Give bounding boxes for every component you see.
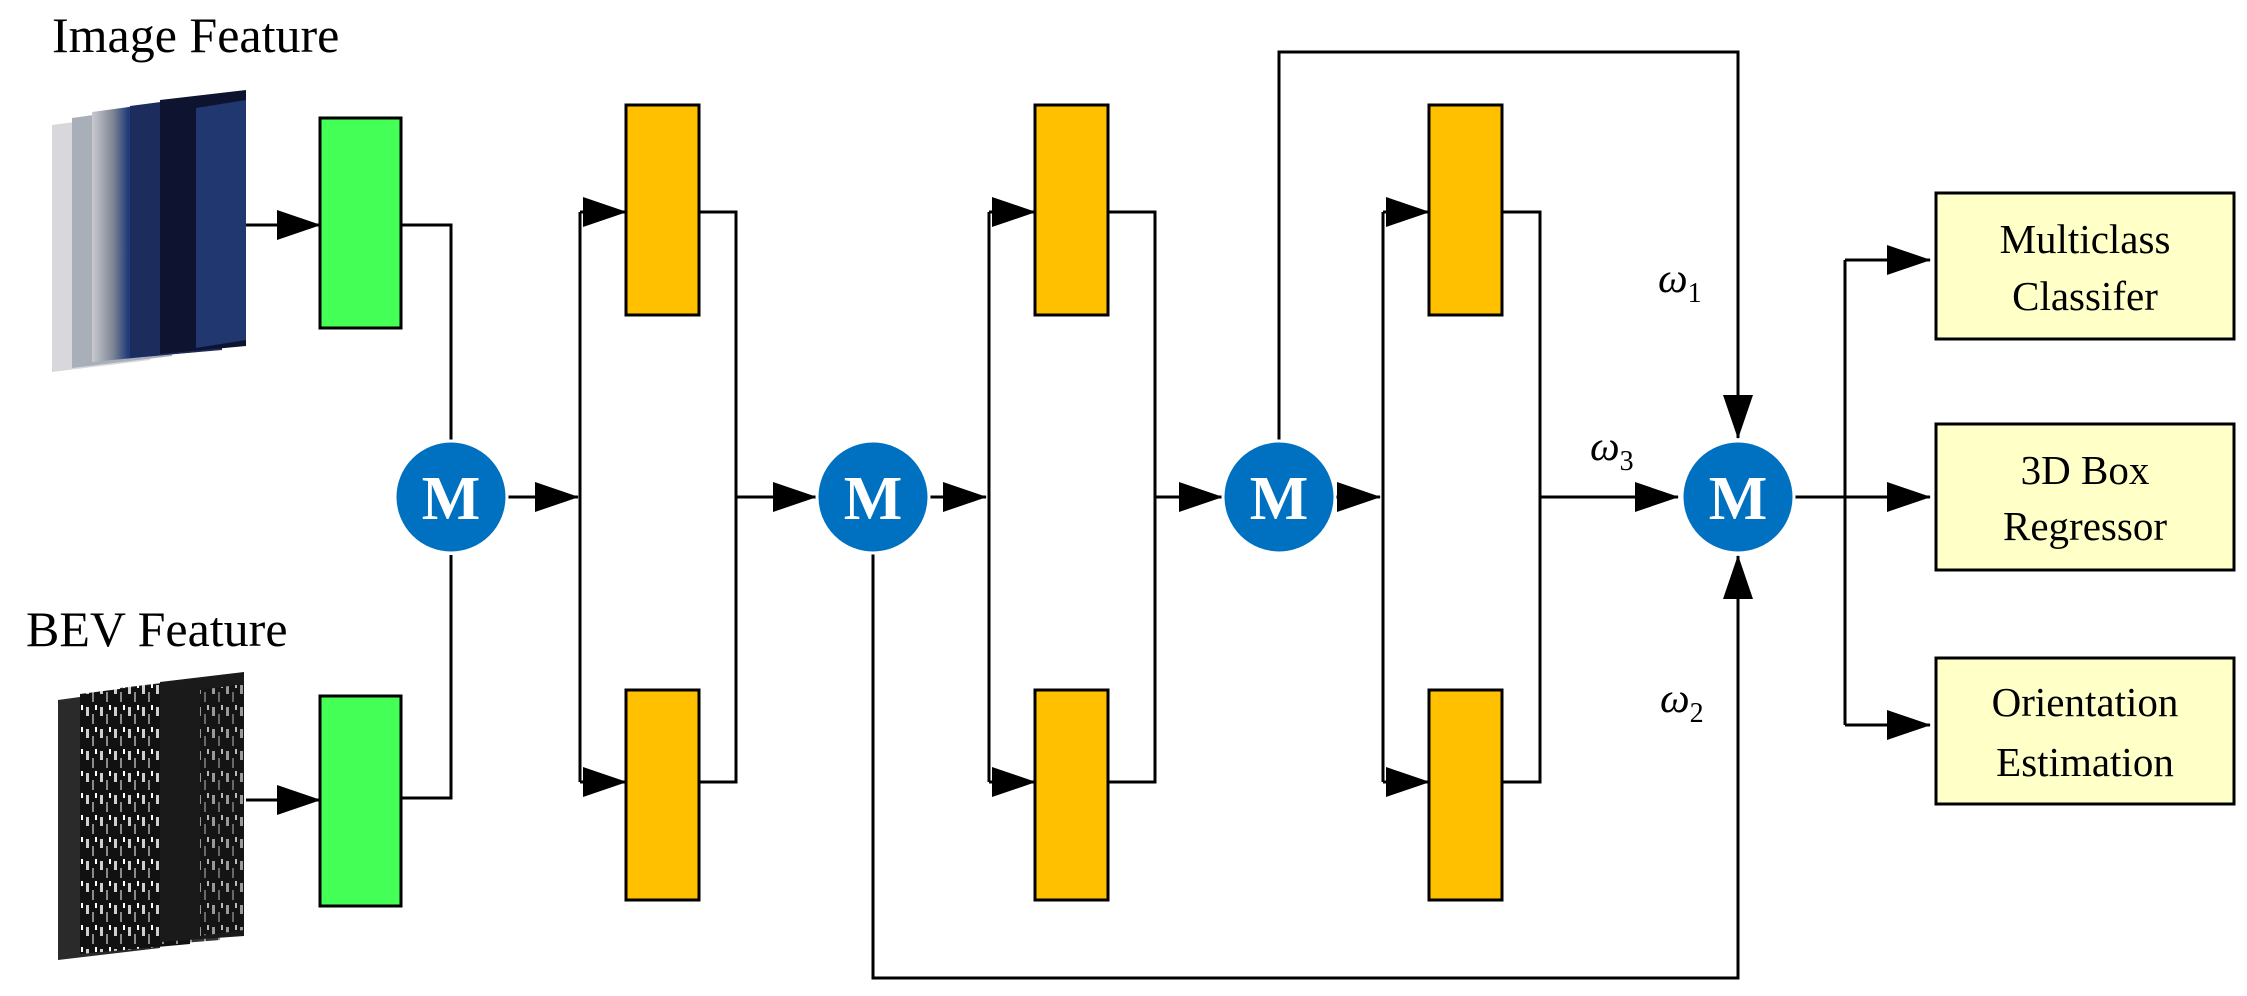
output-1-line-2: Classifer [2012,273,2158,319]
merge-node-2-label: M [844,465,903,533]
merge-node-final: M [1680,439,1796,555]
image-input-block [318,116,403,330]
bev-feature-stack [58,672,244,960]
layer-block-1-bottom [624,688,701,902]
connection-lines [246,50,1931,980]
output-3-line-2: Estimation [1996,739,2174,785]
layer-block-3-top [1427,103,1504,317]
merge-node-2: M [815,439,931,555]
merge-node-final-label: M [1709,465,1768,533]
layer-block-2-bottom [1033,688,1110,902]
output-orientation-estimation: Orientation Estimation [1934,656,2236,806]
layer-block-3-bottom [1427,688,1504,902]
weight-omega-3: ω3 [1590,424,1634,477]
layer-block-1-top [624,103,701,317]
image-feature-stack [52,90,246,372]
output-1-line-1: Multiclass [2000,216,2171,262]
bev-feature-label: BEV Feature [26,601,288,657]
output-2-line-2: Regressor [2003,503,2167,549]
output-3d-box-regressor: 3D Box Regressor [1934,422,2236,572]
output-multiclass-classifier: Multiclass Classifer [1934,191,2236,341]
output-3-line-1: Orientation [1992,679,2179,725]
bev-input-block [318,694,403,908]
weight-omega-2: ω2 [1660,676,1704,729]
merge-node-1: M [393,439,509,555]
merge-node-3-label: M [1250,465,1309,533]
image-feature-label: Image Feature [52,7,339,63]
merge-node-1-label: M [422,465,481,533]
merge-node-3: M [1221,439,1337,555]
output-2-line-1: 3D Box [2021,447,2150,493]
weight-omega-1: ω1 [1658,256,1702,309]
layer-block-2-top [1033,103,1110,317]
